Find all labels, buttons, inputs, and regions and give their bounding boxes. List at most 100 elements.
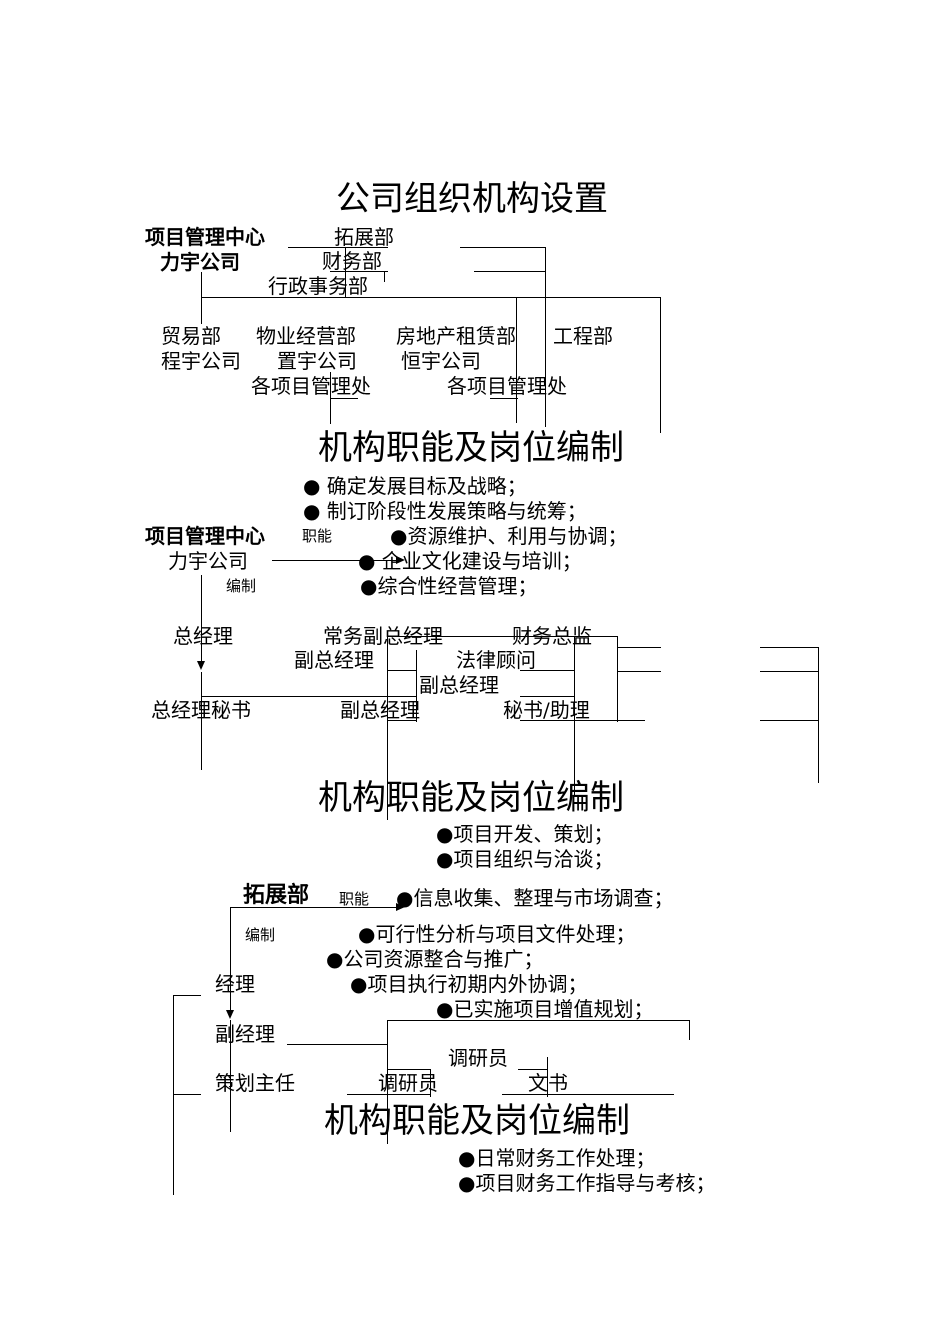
- dept-trade: 贸易部: [161, 324, 221, 348]
- section4-title: 机构职能及岗位编制: [324, 1101, 630, 1141]
- connector-line: [384, 272, 385, 282]
- connector-line: [416, 650, 417, 722]
- dept-expand: 拓展部: [334, 225, 394, 249]
- arrow-right-icon: [396, 556, 405, 564]
- section3-title: 机构职能及岗位编制: [318, 778, 624, 818]
- connector-line: [520, 670, 575, 671]
- connector-line: [387, 1020, 388, 1144]
- dept-realestate: 房地产租赁部: [396, 324, 516, 348]
- arrow-right-icon: [396, 903, 405, 911]
- section4-function-2: ●项目财务工作指导与考核；: [458, 1171, 716, 1195]
- section2-label-function: 职能: [302, 527, 333, 545]
- connector-line: [545, 247, 546, 427]
- role-legal: 法律顾问: [456, 648, 536, 672]
- connector-line: [574, 636, 575, 796]
- connector-line: [330, 271, 388, 272]
- connector-line: [287, 1044, 387, 1045]
- connector-line: [474, 271, 546, 272]
- dept-engineering: 工程部: [553, 324, 613, 348]
- company-cheng: 程宇公司: [161, 349, 241, 373]
- connector-line: [230, 907, 398, 908]
- section3-dept: 拓展部: [243, 883, 310, 908]
- connector-line: [345, 247, 346, 297]
- connector-line: [760, 720, 818, 721]
- connector-line: [689, 1020, 690, 1040]
- company-zhi: 置宇公司: [277, 349, 357, 373]
- arrow-down-icon: [197, 661, 205, 670]
- section3-function-5: ●公司资源整合与推广；: [326, 947, 544, 971]
- role-planning-head: 策划主任: [215, 1071, 295, 1095]
- section2-company: 力宇公司: [168, 549, 248, 573]
- connector-line: [387, 670, 417, 671]
- connector-line: [617, 671, 661, 672]
- section3-function-6: ●项目执行初期内外协调；: [350, 972, 588, 996]
- connector-line: [173, 995, 201, 996]
- connector-line: [387, 636, 617, 637]
- connector-line: [173, 995, 174, 1195]
- connector-line: [230, 907, 231, 1013]
- connector-line: [387, 1020, 689, 1021]
- section2-center: 项目管理中心: [145, 524, 265, 548]
- section3-function-1: ●项目开发、策划；: [436, 822, 614, 846]
- section2-label-staff: 编制: [226, 577, 257, 595]
- connector-line: [617, 636, 618, 722]
- section3-label-staff: 编制: [245, 926, 276, 944]
- section4-function-1: ●日常财务工作处理；: [458, 1146, 656, 1170]
- connector-line: [272, 560, 400, 561]
- connector-line: [230, 1020, 231, 1132]
- section2-function-3: ●资源维护、利用与协调；: [390, 524, 628, 548]
- role-deputy-manager: 副经理: [215, 1022, 275, 1046]
- project-office-1: 各项目管理处: [251, 374, 371, 398]
- connector-line: [760, 671, 818, 672]
- connector-line: [202, 297, 660, 298]
- role-secretary-assistant: 秘书/助理: [503, 698, 590, 722]
- section2-function-5: ●综合性经营管理；: [360, 574, 538, 598]
- connector-line: [288, 247, 388, 248]
- section2-title: 机构职能及岗位编制: [318, 428, 624, 468]
- connector-line: [518, 1069, 548, 1070]
- connector-line: [201, 672, 202, 770]
- connector-line: [430, 1069, 431, 1097]
- section3-function-3: ●信息收集、整理与市场调查；: [396, 886, 674, 910]
- connector-line: [387, 720, 417, 721]
- connector-line: [520, 696, 575, 697]
- connector-line: [387, 1069, 431, 1070]
- connector-line: [347, 1094, 431, 1095]
- connector-line: [173, 1094, 201, 1095]
- section1-title: 公司组织机构设置: [336, 179, 608, 219]
- section2-function-4: ● 企业文化建设与培训；: [358, 549, 582, 573]
- section3-function-2: ●项目组织与洽谈；: [436, 847, 614, 871]
- connector-line: [502, 1094, 674, 1095]
- connector-line: [387, 636, 388, 820]
- connector-line: [617, 647, 661, 648]
- role-exec-vgm: 常务副总经理: [323, 624, 443, 648]
- connector-line: [201, 575, 202, 665]
- connector-line: [460, 247, 546, 248]
- section2-function-1: ● 确定发展目标及战略；: [303, 474, 527, 498]
- role-vgm-1: 副总经理: [294, 648, 374, 672]
- connector-line: [760, 647, 818, 648]
- connector-line: [201, 696, 417, 697]
- role-researcher-1: 调研员: [448, 1046, 508, 1070]
- connector-line: [516, 297, 517, 423]
- section1-center: 项目管理中心: [145, 225, 265, 249]
- connector-line: [547, 1057, 548, 1097]
- dept-admin: 行政事务部: [268, 274, 368, 298]
- role-manager: 经理: [215, 972, 255, 996]
- section3-function-4: ●可行性分析与项目文件处理；: [358, 922, 636, 946]
- section1-company: 力宇公司: [160, 250, 240, 274]
- role-vgm-2: 副总经理: [419, 673, 499, 697]
- connector-line: [818, 647, 819, 783]
- connector-line: [330, 398, 358, 399]
- connector-line: [520, 720, 645, 721]
- arrow-down-icon: [226, 1010, 234, 1019]
- role-vgm-3: 副总经理: [340, 698, 420, 722]
- dept-finance: 财务部: [322, 249, 382, 273]
- role-clerk: 文书: [528, 1071, 568, 1095]
- role-gm: 总经理: [173, 624, 233, 648]
- connector-line: [201, 272, 202, 324]
- connector-line: [660, 297, 661, 433]
- connector-line: [330, 372, 331, 424]
- company-heng: 恒宇公司: [401, 349, 481, 373]
- section3-label-function: 职能: [339, 890, 370, 908]
